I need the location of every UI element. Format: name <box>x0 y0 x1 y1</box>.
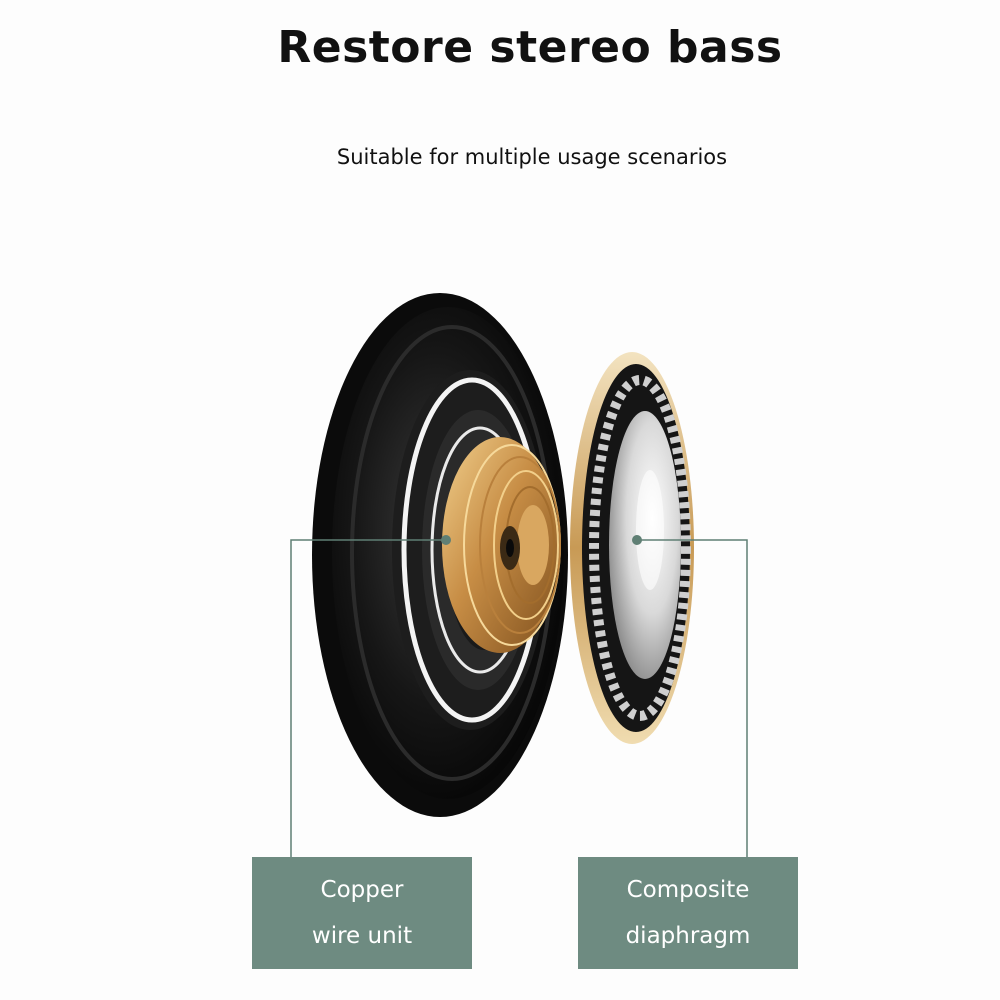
copper-marker-dot <box>441 535 451 545</box>
callout-copper-wire-unit: Copper wire unit <box>252 857 472 969</box>
copper-coil <box>442 437 561 653</box>
callout-copper-line1: Copper <box>320 877 404 903</box>
callout-diaphragm-line1: Composite <box>626 877 750 903</box>
page-title: Restore stereo bass <box>277 22 783 73</box>
callout-composite-diaphragm: Composite diaphragm <box>578 857 798 969</box>
callout-copper-line2: wire unit <box>311 923 413 949</box>
callout-diaphragm-line2: diaphragm <box>625 923 751 949</box>
leader-lines <box>290 539 748 857</box>
page-subtitle: Suitable for multiple usage scenarios <box>336 145 728 169</box>
diaphragm-marker-dot <box>632 535 642 545</box>
diaphragm <box>570 352 694 744</box>
